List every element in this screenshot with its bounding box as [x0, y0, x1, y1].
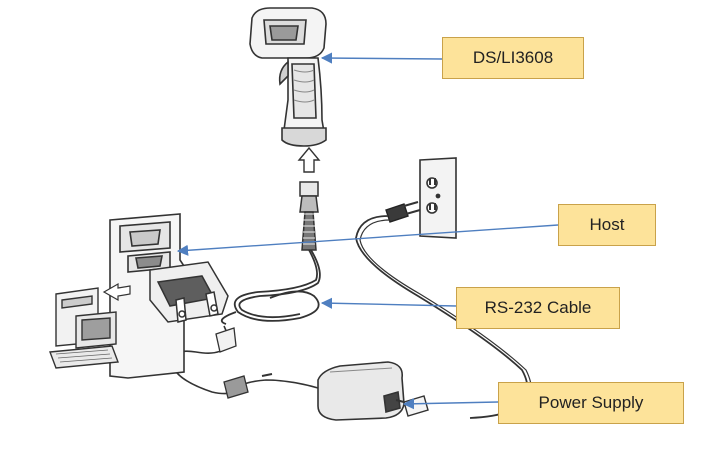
scanner-cable-connector: [299, 181, 319, 251]
scanner-illustration: [249, 7, 327, 147]
label-scanner-model: DS/LI3608: [442, 37, 584, 79]
power-supply-illustration: [317, 361, 405, 421]
power-plug-illustration: [385, 201, 421, 223]
host-rear-panel: [109, 213, 185, 379]
label-rs232-cable: RS-232 Cable: [456, 287, 620, 329]
insert-direction-arrow: [297, 146, 321, 173]
rs232-cable-illustration: [220, 249, 321, 325]
host-computer-icon: [49, 287, 119, 369]
host-panel-arrow: [102, 282, 131, 302]
rs232-db9-connector: [149, 261, 229, 323]
leader-line-scanner: [320, 52, 443, 64]
leader-line-host: [176, 224, 559, 256]
label-power-supply: Power Supply: [498, 382, 684, 424]
wall-outlet-illustration: [419, 157, 457, 239]
ferrite-bead: [223, 373, 273, 399]
label-host: Host: [558, 204, 656, 246]
leader-line-cable: [320, 297, 457, 309]
leader-line-power: [402, 398, 499, 410]
dc-jack-plug: [215, 327, 237, 353]
